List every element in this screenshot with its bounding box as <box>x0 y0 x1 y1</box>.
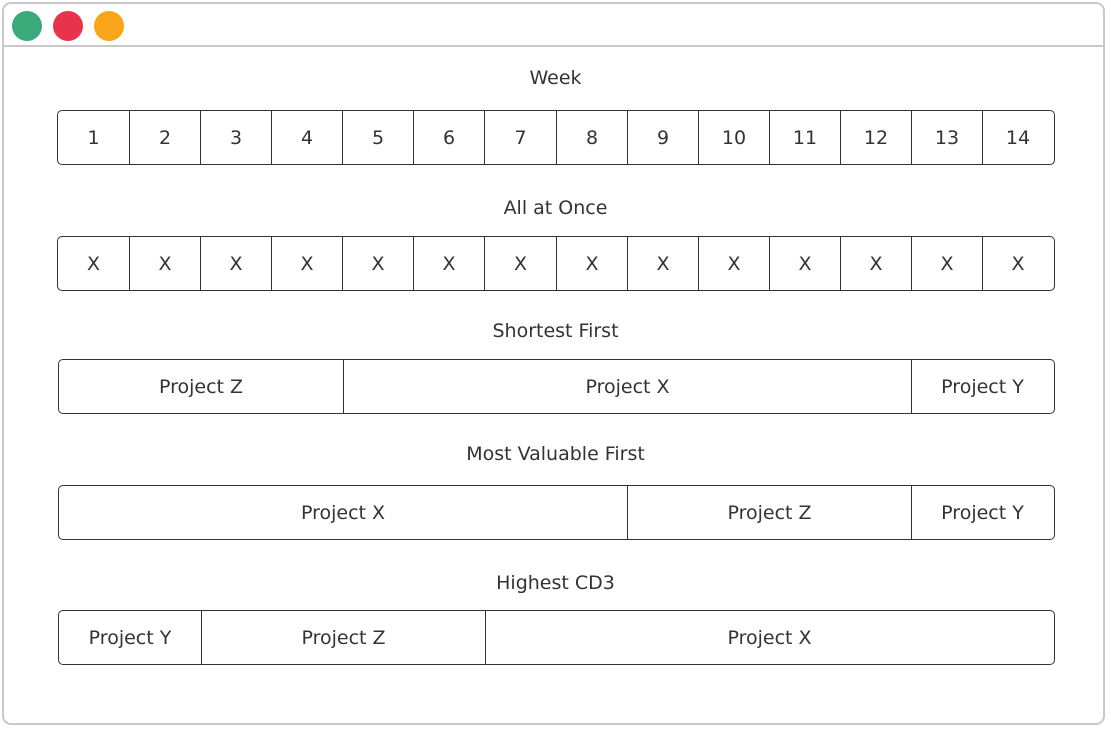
most-valuable-first-title: Most Valuable First <box>466 443 645 465</box>
shortest-first-cell: Project Z <box>158 375 244 398</box>
all-at-once-cell: X <box>200 237 271 290</box>
shortest-first-cell: Project Y <box>911 360 1053 413</box>
highest-cd3-cell: Project X <box>485 611 1053 664</box>
title-bar <box>4 4 1103 47</box>
week-cell: 7 <box>484 111 556 164</box>
week-cell: 10 <box>698 111 769 164</box>
all-at-once-cell: X <box>840 237 911 290</box>
all-at-once-cell: X <box>484 237 556 290</box>
week-cell: 5 <box>342 111 413 164</box>
week-cell: 9 <box>627 111 698 164</box>
week-cell: 12 <box>840 111 911 164</box>
all-at-once-cell: X <box>627 237 698 290</box>
week-cell: 4 <box>271 111 342 164</box>
week-cell: 1 <box>87 126 100 149</box>
shortest-first-cell: Project X <box>343 360 911 413</box>
all-at-once-cell: X <box>413 237 484 290</box>
red-window-dot[interactable] <box>53 11 83 41</box>
highest-cd3-cell: Project Z <box>201 611 485 664</box>
most-valuable-first-cell: Project Z <box>627 486 911 539</box>
all-at-once-cell: X <box>86 252 101 275</box>
highest-cd3-title: Highest CD3 <box>496 572 615 594</box>
all-at-once-cell: X <box>911 237 982 290</box>
week-cell: 6 <box>413 111 484 164</box>
all-at-once-cell: X <box>271 237 342 290</box>
week-cell: 8 <box>556 111 627 164</box>
week-cell: 11 <box>769 111 840 164</box>
most-valuable-first-cell: Project X <box>300 501 386 524</box>
week-cell: 14 <box>982 111 1053 164</box>
all-at-once-cell: X <box>698 237 769 290</box>
all-at-once-cell: X <box>342 237 413 290</box>
all-at-once-cell: X <box>982 237 1053 290</box>
highest-cd3-cell: Project Y <box>88 626 172 649</box>
all-at-once-cell: X <box>556 237 627 290</box>
green-window-dot[interactable] <box>12 11 42 41</box>
orange-window-dot[interactable] <box>94 11 124 41</box>
all-at-once-cell: X <box>129 237 200 290</box>
all-at-once-title: All at Once <box>503 197 608 219</box>
week-title: Week <box>529 67 582 89</box>
all-at-once-cell: X <box>769 237 840 290</box>
week-cell: 2 <box>129 111 200 164</box>
week-cell: 3 <box>200 111 271 164</box>
week-cell: 13 <box>911 111 982 164</box>
most-valuable-first-cell: Project Y <box>911 486 1053 539</box>
shortest-first-title: Shortest First <box>492 320 619 342</box>
